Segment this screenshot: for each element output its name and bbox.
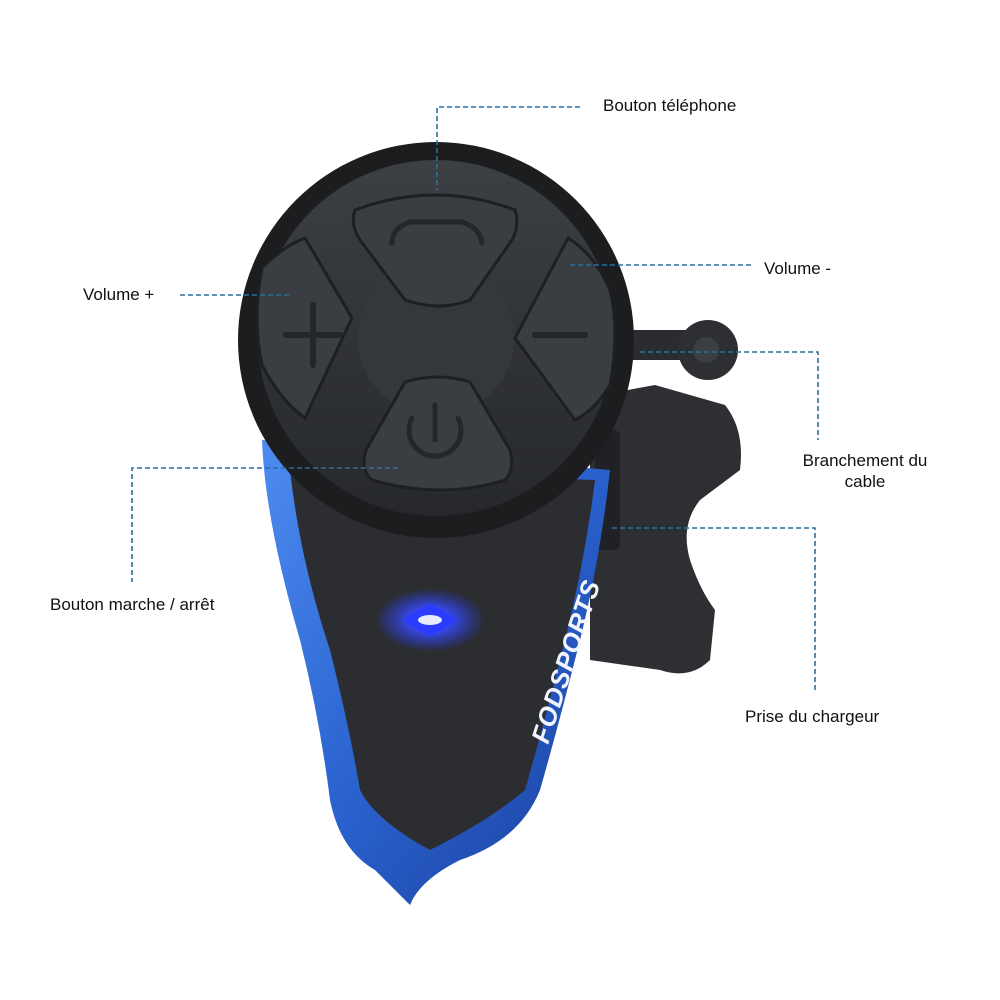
leader-charger [612,527,816,690]
label-phone-button: Bouton téléphone [603,96,737,115]
device-body [290,470,595,850]
leader-lines [131,106,819,690]
label-charger-port: Prise du chargeur [745,707,880,726]
volume-up-button[interactable] [255,236,354,421]
label-volume-up: Volume + [83,285,155,304]
device-head-center [358,260,514,416]
label-power-button: Bouton marche / arrêt [50,595,215,614]
label-cable-connection: Branchement du cable [780,450,950,492]
phone-icon [389,219,485,246]
label-cable-line1: Branchement du [802,451,928,470]
power-button[interactable] [362,375,514,492]
label-cable-line2: cable [844,472,886,491]
power-icon [406,402,464,459]
volume-down-button[interactable] [513,235,617,422]
phone-button[interactable] [351,193,519,308]
mount-bracket [590,385,741,674]
cable-connector-center [693,337,719,363]
label-volume-down: Volume - [764,259,832,278]
plus-icon [283,302,343,368]
led-core [418,615,442,625]
leader-power [131,467,398,582]
leader-cable [640,351,819,440]
